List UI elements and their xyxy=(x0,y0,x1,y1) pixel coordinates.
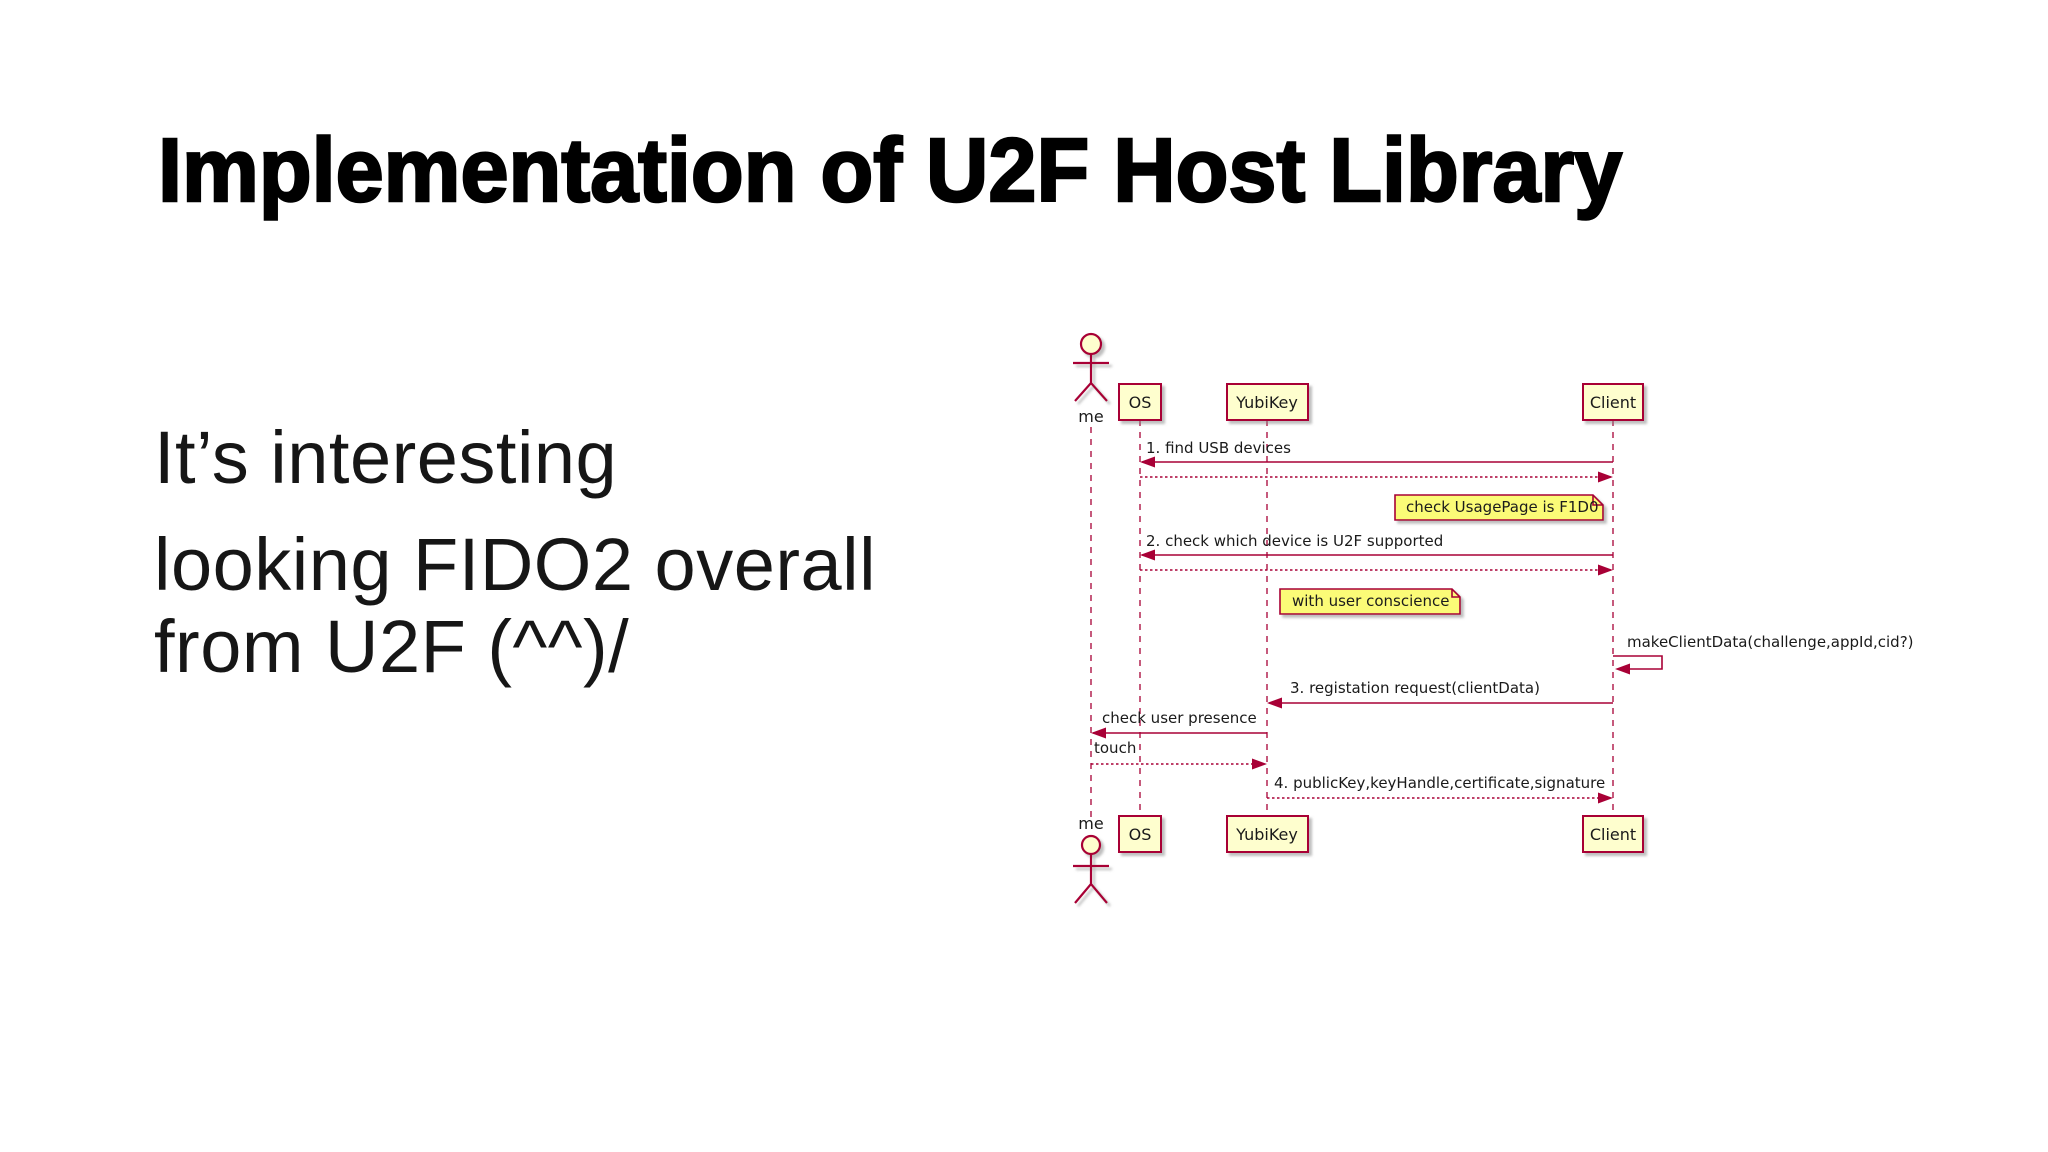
message-3-label: 3. registation request(clientData) xyxy=(1290,679,1540,697)
body-line-3: from U2F (^^)/ xyxy=(154,605,630,688)
return-2-arrowhead-icon xyxy=(1598,564,1613,576)
check-presence-label: check user presence xyxy=(1102,709,1257,727)
message-2-arrowhead-icon xyxy=(1140,549,1155,561)
sequence-diagram: me OS YubiKey Client 1. find USB devices… xyxy=(1073,332,1914,904)
participant-os-bottom: OS xyxy=(1118,815,1162,853)
actor-me-bottom-icon xyxy=(1073,834,1109,904)
check-presence-arrowhead-icon xyxy=(1091,727,1106,739)
participant-yubikey-bottom: YubiKey xyxy=(1226,815,1309,853)
participant-client-top-label: Client xyxy=(1590,393,1636,412)
message-4-label: 4. publicKey,keyHandle,certificate,signa… xyxy=(1274,774,1605,792)
message-1-label: 1. find USB devices xyxy=(1146,439,1291,457)
body-paragraph-1: It’s interesting xyxy=(154,416,618,499)
page-title: Implementation of U2F Host Library xyxy=(157,120,1624,223)
participant-yubikey-top: YubiKey xyxy=(1226,383,1309,421)
touch-arrowhead-icon xyxy=(1252,758,1267,770)
self-message-arrow xyxy=(1613,655,1663,670)
participant-client-top: Client xyxy=(1582,383,1644,421)
note-user-conscience: with user conscience xyxy=(1279,588,1461,615)
actor-me-top-icon xyxy=(1073,332,1109,402)
note-user-conscience-text: with user conscience xyxy=(1292,592,1449,610)
message-4-arrowhead-icon xyxy=(1598,792,1613,804)
participant-client-bottom: Client xyxy=(1582,815,1644,853)
note-usagepage-text: check UsagePage is F1D0 xyxy=(1406,498,1599,516)
participant-os-top-label: OS xyxy=(1129,393,1152,412)
return-1-arrowhead-icon xyxy=(1598,471,1613,483)
participant-yubikey-bottom-label: YubiKey xyxy=(1235,825,1298,844)
message-2-label: 2. check which device is U2F supported xyxy=(1146,532,1443,550)
touch-label: touch xyxy=(1094,739,1136,757)
participant-client-bottom-label: Client xyxy=(1590,825,1636,844)
self-message-arrowhead-icon xyxy=(1615,663,1630,675)
message-1-arrowhead-icon xyxy=(1140,456,1155,468)
participant-os-top: OS xyxy=(1118,383,1162,421)
actor-me-bottom-label: me xyxy=(1078,814,1103,833)
message-3-arrowhead-icon xyxy=(1267,697,1282,709)
body-line-2: looking FIDO2 overall xyxy=(154,523,877,606)
note-usagepage: check UsagePage is F1D0 xyxy=(1394,494,1604,521)
actor-me-top-label: me xyxy=(1078,407,1103,426)
participant-os-bottom-label: OS xyxy=(1129,825,1152,844)
participant-yubikey-top-label: YubiKey xyxy=(1235,393,1298,412)
self-message-label: makeClientData(challenge,appId,cid?) xyxy=(1627,633,1914,651)
